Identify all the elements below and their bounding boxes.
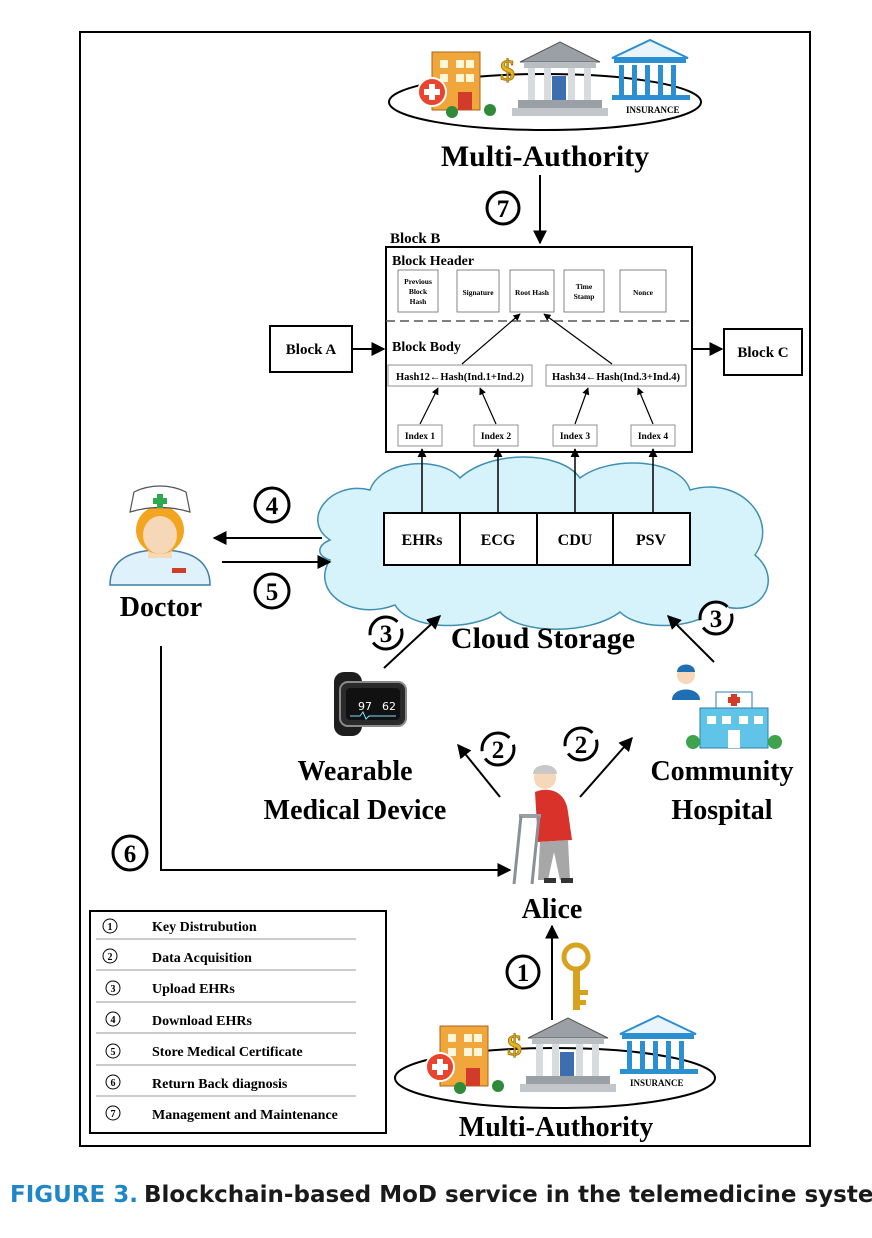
hospital-label-line1: Community <box>650 756 793 787</box>
svg-text:2: 2 <box>575 732 588 759</box>
legend-row-7: 7 Management and Maintenance <box>105 1105 338 1123</box>
svg-text:7: 7 <box>111 1109 116 1120</box>
svg-text:4: 4 <box>111 1015 116 1026</box>
svg-text:Stamp: Stamp <box>574 292 595 301</box>
svg-text:6: 6 <box>111 1078 116 1089</box>
svg-text:Data Acquisition: Data Acquisition <box>152 951 252 966</box>
header-field-root-hash: Root Hash <box>515 288 550 297</box>
wearable-label-line1: Wearable <box>297 756 412 787</box>
step-1-badge: 1 <box>505 954 541 990</box>
step-2-badge-left: 2 <box>480 731 516 767</box>
block-a <box>269 325 353 373</box>
svg-text:$: $ <box>507 1029 522 1062</box>
wearable-device-icon: 97 62 <box>334 672 407 736</box>
legend-row-4: 4 Download EHRs <box>96 1011 356 1034</box>
multi-authority-top-icon: $ INSURANCE <box>388 38 702 131</box>
step-4-badge: 4 <box>253 486 291 524</box>
cloud-cells: EHRs ECG CDU PSV <box>383 512 691 566</box>
svg-text:Time: Time <box>576 282 593 291</box>
svg-text:Download EHRs: Download EHRs <box>152 1014 253 1029</box>
step-3-badge-right: 3 <box>698 600 734 636</box>
step-6-badge: 6 <box>111 834 149 872</box>
block-body-label: Block Body <box>392 340 461 355</box>
svg-text:3: 3 <box>710 606 723 633</box>
insurance-label-top: INSURANCE <box>626 105 680 115</box>
step-3-badge-left: 3 <box>368 615 404 651</box>
svg-text:$: $ <box>500 54 515 87</box>
multi-authority-top-label: Multi-Authority <box>441 140 649 173</box>
cell-ecg: ECG <box>481 532 516 549</box>
svg-text:1: 1 <box>108 922 113 933</box>
hash-left: Hash12←Hash(Ind.1+Ind.2) <box>396 372 524 383</box>
header-fields: Previous Block Hash Signature Root Hash … <box>397 269 667 313</box>
legend: 1 Key Distrubution 2 Data Acquisition 3 … <box>89 910 387 1134</box>
doctor-label: Doctor <box>120 592 202 623</box>
figure-caption: FIGURE 3.Blockchain-based MoD service in… <box>10 1182 872 1208</box>
svg-text:Management and Maintenance: Management and Maintenance <box>152 1108 338 1123</box>
svg-text:3: 3 <box>111 984 116 995</box>
cell-cdu: CDU <box>558 532 593 549</box>
header-field-nonce: Nonce <box>633 288 654 297</box>
svg-text:Block C: Block C <box>737 345 788 361</box>
block-header-label: Block Header <box>392 254 474 269</box>
svg-text:5: 5 <box>111 1047 116 1058</box>
index-boxes: Index 1 Index 2 Index 3 Index 4 <box>397 424 676 447</box>
block-c <box>723 328 803 376</box>
alice-icon <box>512 765 573 885</box>
doctor-icon <box>109 485 211 586</box>
community-hospital-icon <box>672 664 782 749</box>
svg-text:7: 7 <box>497 196 510 223</box>
hash-right: Hash34←Hash(Ind.3+Ind.4) <box>552 372 680 383</box>
svg-text:3: 3 <box>380 621 393 648</box>
figure-caption-label: FIGURE 3. <box>10 1182 138 1208</box>
alice-label: Alice <box>522 894 583 925</box>
figure-caption-text: Blockchain-based MoD service in the tele… <box>144 1182 872 1208</box>
step-7-badge: 7 <box>485 190 521 226</box>
legend-row-3: 3 Upload EHRs <box>96 980 356 1003</box>
svg-text:Block: Block <box>409 287 428 296</box>
svg-text:6: 6 <box>124 841 137 868</box>
block-b-title: Block B <box>390 231 440 247</box>
svg-text:62: 62 <box>382 700 396 713</box>
cell-ehrs: EHRs <box>402 532 443 549</box>
svg-text:2: 2 <box>492 737 505 764</box>
svg-text:Previous: Previous <box>404 277 432 286</box>
cloud-storage-label: Cloud Storage <box>451 622 635 655</box>
multi-authority-bottom-label: Multi-Authority <box>459 1112 653 1143</box>
legend-row-5: 5 Store Medical Certificate <box>96 1043 356 1066</box>
svg-text:Key Distrubution: Key Distrubution <box>152 920 257 935</box>
hospital-label-line2: Hospital <box>671 795 772 826</box>
svg-text:Hash: Hash <box>410 297 428 306</box>
svg-text:Block A: Block A <box>286 342 337 358</box>
insurance-label-bottom: INSURANCE <box>630 1078 684 1088</box>
header-field-signature: Signature <box>462 288 494 297</box>
svg-text:Index 3: Index 3 <box>560 432 591 442</box>
svg-text:Store Medical Certificate: Store Medical Certificate <box>152 1045 303 1060</box>
svg-text:Index 1: Index 1 <box>405 432 436 442</box>
svg-text:97: 97 <box>358 700 372 713</box>
step-2-badge-right: 2 <box>563 726 599 762</box>
outer-frame <box>79 31 811 1147</box>
legend-row-2: 2 Data Acquisition <box>96 948 356 971</box>
svg-text:4: 4 <box>266 493 279 520</box>
step-5-badge: 5 <box>253 572 291 610</box>
telemedicine-diagram: $ INSURANCE Multi-Authority 7 Block B Bl… <box>79 31 811 1147</box>
wearable-label-line2: Medical Device <box>264 795 447 826</box>
legend-row-1: 1 Key Distrubution <box>96 918 356 940</box>
svg-text:Index 4: Index 4 <box>638 432 669 442</box>
svg-text:Upload EHRs: Upload EHRs <box>152 982 235 997</box>
multi-authority-bottom-icon: $ INSURANCE <box>394 1014 716 1109</box>
svg-text:5: 5 <box>266 579 279 606</box>
cell-psv: PSV <box>636 532 667 549</box>
legend-row-6: 6 Return Back diagnosis <box>96 1074 356 1097</box>
svg-text:2: 2 <box>108 952 113 963</box>
svg-text:1: 1 <box>517 960 530 987</box>
key-icon <box>561 942 591 1010</box>
svg-text:Return Back diagnosis: Return Back diagnosis <box>152 1077 288 1092</box>
svg-text:Index 2: Index 2 <box>481 432 512 442</box>
